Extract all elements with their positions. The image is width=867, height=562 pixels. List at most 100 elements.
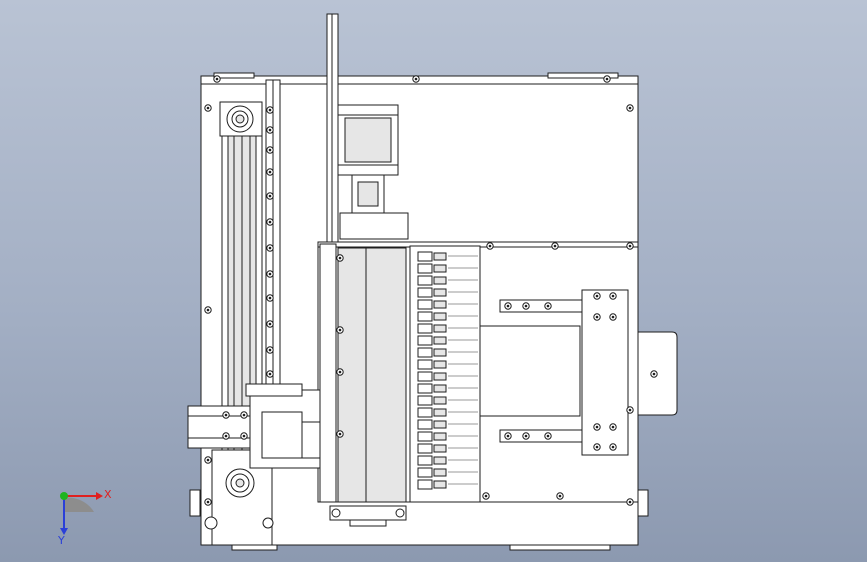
screw-center (611, 315, 615, 319)
bottom-clamp (329, 505, 407, 521)
right-actuator (479, 289, 629, 456)
screw-center (546, 304, 550, 308)
comb-tooth (417, 455, 433, 466)
left-latch (189, 489, 201, 517)
slider-body (337, 247, 407, 503)
screw-center (268, 348, 272, 352)
comb-tooth-insert (433, 372, 447, 381)
screw-center (628, 244, 632, 248)
mounting-bracket (581, 289, 629, 456)
comb-tooth (417, 467, 433, 478)
comb-tooth-insert (433, 348, 447, 357)
x-axis-arrowhead (96, 492, 103, 500)
comb-tooth (417, 323, 433, 334)
comb-tooth-insert (433, 432, 447, 441)
screw-center (611, 445, 615, 449)
comb-tooth-insert (433, 288, 447, 297)
tooth-comb-array (409, 245, 481, 503)
top-pulley (219, 101, 263, 137)
slide-cylinder (187, 383, 325, 469)
screw-center (206, 106, 210, 110)
screw-center (595, 294, 599, 298)
screw-center (546, 434, 550, 438)
comb-tooth (417, 479, 433, 490)
comb-tooth (417, 335, 433, 346)
screw-center (206, 458, 210, 462)
screw-center (506, 304, 510, 308)
screw-center (268, 128, 272, 132)
screw-center (611, 425, 615, 429)
screw-center (224, 434, 228, 438)
screw-center (268, 108, 272, 112)
screw-center (628, 500, 632, 504)
screw-center (268, 194, 272, 198)
screw-center (595, 425, 599, 429)
screw-center (628, 408, 632, 412)
bottom-tab-right (509, 544, 611, 551)
comb-tooth (417, 251, 433, 262)
comb-tooth (417, 371, 433, 382)
comb-tooth (417, 419, 433, 430)
comb-tooth-insert (433, 336, 447, 345)
comb-tooth-insert (433, 480, 447, 489)
screw-center (558, 494, 562, 498)
z-axis-dot (60, 492, 68, 500)
screw-center (338, 328, 342, 332)
comb-tooth (417, 395, 433, 406)
comb-tooth (417, 407, 433, 418)
comb-tooth-insert (433, 396, 447, 405)
comb-tooth (417, 287, 433, 298)
screw-center (484, 494, 488, 498)
screw-center (652, 372, 656, 376)
comb-tooth (417, 311, 433, 322)
comb-tooth (417, 263, 433, 274)
screw-center (338, 370, 342, 374)
screw-center (611, 294, 615, 298)
screw-center (268, 372, 272, 376)
top-tab-left (213, 72, 255, 79)
comb-tooth-insert (433, 408, 447, 417)
screw-center (242, 413, 246, 417)
top-tab-right (547, 72, 619, 79)
screw-center (553, 244, 557, 248)
screw-center (268, 246, 272, 250)
x-axis-label: X (104, 488, 112, 501)
comb-tooth-insert (433, 276, 447, 285)
screw-center (414, 77, 418, 81)
comb-tooth-insert (433, 444, 447, 453)
comb-tooth (417, 299, 433, 310)
screw-center (268, 272, 272, 276)
stepper-motor (337, 104, 409, 240)
screw-center (605, 77, 609, 81)
y-axis-label: Y (57, 534, 65, 547)
comb-tooth-insert (433, 420, 447, 429)
comb-tooth-insert (433, 252, 447, 261)
screw-center (595, 315, 599, 319)
screw-center (268, 322, 272, 326)
bottom-tab-left (231, 544, 278, 551)
y-axis-arrowhead (60, 528, 68, 535)
comb-tooth-insert (433, 264, 447, 273)
screw-center (242, 434, 246, 438)
coordinate-triad: X Y (57, 488, 112, 547)
comb-tooth (417, 275, 433, 286)
screw-center (224, 413, 228, 417)
screw-center (595, 445, 599, 449)
vertical-slide-plate (319, 243, 337, 503)
screw-center (488, 244, 492, 248)
screw-center (524, 304, 528, 308)
screw-center (215, 77, 219, 81)
screw-center (268, 220, 272, 224)
screw-center (268, 296, 272, 300)
comb-tooth-insert (433, 300, 447, 309)
comb-tooth-insert (433, 384, 447, 393)
comb-tooth-insert (433, 360, 447, 369)
screw-center (628, 106, 632, 110)
screw-center (506, 434, 510, 438)
comb-tooth-insert (433, 468, 447, 477)
comb-tooth (417, 383, 433, 394)
screw-center (268, 148, 272, 152)
comb-tooth (417, 431, 433, 442)
